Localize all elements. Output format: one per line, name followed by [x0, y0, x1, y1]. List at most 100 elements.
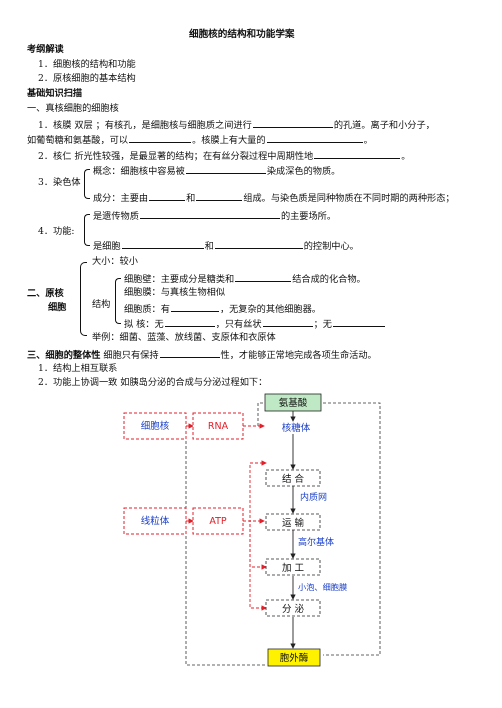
exam-item-2: 2．原核细胞的基本结构 [38, 73, 136, 84]
wholeness-line: 三、细胞的整体性 细胞只有保持 性，才能够正常地完成各项生命活动。 [27, 349, 377, 360]
blank [185, 165, 266, 174]
er-label: 内质网 [300, 491, 327, 503]
exam-heading: 考纲解读 [27, 44, 64, 55]
text: 和 [204, 241, 214, 252]
text: 性，才能够正常地完成各项生命活动。 [220, 350, 377, 361]
blank [314, 150, 401, 159]
chromosome-concept: 概念：细胞核中容易被 染成深色的物质。 [93, 165, 340, 176]
prokaryote-label-1: 二、原核 [27, 288, 64, 299]
prokaryote-size: 大小：较小 [92, 256, 138, 267]
combine-box [265, 469, 321, 487]
combine-label: 结 合 [282, 473, 305, 485]
text: 的控制中心。 [303, 241, 359, 252]
prokaryote-label-2: 细胞 [48, 302, 67, 313]
brace [84, 214, 90, 246]
text: 结合成的化合物。 [292, 274, 366, 285]
text: 成分：主要由 [93, 193, 149, 204]
wholeness-item-2: 2．功能上协调一致 如胰岛分泌的合成与分泌过程如下： [38, 377, 268, 388]
prokaryote-structure-label: 结构 [92, 299, 111, 310]
mitochondria-label: 线粒体 [141, 515, 170, 527]
text: 细胞壁：主要成分是糖类和 [124, 274, 235, 285]
text: 组成。与染色质是同种物质在不同时期的两种形态； [243, 193, 455, 204]
function-label: 4．功能: [38, 226, 75, 237]
text: 2．核仁 折光性较强，是最显著的结构；在有丝分裂过程中周期性地 [38, 151, 314, 162]
secrete-box [265, 599, 321, 617]
cytoplasm-line: 细胞质：有 ，无复杂的其他细胞器。 [124, 303, 321, 314]
nuclear-membrane-line-2: 如葡萄糖和氨基酸，可以 。核膜上有大量的 。 [27, 134, 373, 145]
cell-wall-line: 细胞壁：主要成分是糖类和 结合成的化合物。 [124, 273, 366, 284]
blank [252, 119, 333, 128]
amino-acid-box [264, 393, 322, 412]
basics-heading: 基础知识扫描 [27, 88, 83, 99]
brace [84, 169, 90, 199]
text: 染成深色的物质。 [266, 166, 341, 177]
rna-box [192, 412, 244, 440]
nucleolus-line: 2．核仁 折光性较强，是最显著的结构；在有丝分裂过程中周期性地 。 [38, 150, 410, 161]
blank [235, 273, 292, 282]
brace [115, 278, 121, 324]
function-control: 是细胞 和 的控制中心。 [93, 240, 359, 251]
blank [164, 318, 215, 327]
atp-label: ATP [209, 516, 227, 527]
red-arrows [186, 423, 267, 611]
atp-box [192, 507, 244, 535]
blank [159, 349, 220, 358]
text: 细胞质：有 [124, 304, 170, 315]
rna-label: RNA [208, 421, 229, 432]
text: 的孔道。离子和小分子， [333, 120, 435, 131]
text: ，只有丝状 [215, 319, 262, 330]
extracellular-enzyme-box [267, 648, 321, 667]
text: 是遗传物质 [93, 211, 139, 222]
mitochondria-box [123, 507, 187, 535]
nucleoid-line: 拟 核：无 ，只有丝状 ；无 [124, 318, 386, 329]
extracellular-enzyme-label: 胞外酶 [280, 652, 309, 664]
blank [139, 210, 280, 219]
chromosome-label: 3．染色体 [38, 177, 81, 188]
section-1-heading: 一、真核细胞的细胞核 [27, 103, 119, 114]
blank [121, 240, 204, 249]
function-genetic: 是遗传物质 的主要场所。 [93, 210, 336, 221]
text: 是细胞 [93, 241, 121, 252]
process-box [265, 558, 321, 576]
blank [129, 134, 192, 143]
exam-item-1: 1．细胞核的结构和功能 [38, 59, 136, 70]
text: 和 [186, 193, 196, 204]
brace [80, 262, 87, 336]
blank [214, 240, 303, 249]
chromosome-components: 成分：主要由 和 组成。与染色质是同种物质在不同时期的两种形态； [93, 192, 455, 203]
text: ，无复杂的其他细胞器。 [219, 304, 321, 315]
text: 概念：细胞核中容易被 [93, 166, 185, 177]
blank [262, 318, 313, 327]
text: 。核膜上有大量的 [192, 135, 266, 146]
amino-acid-label: 氨基酸 [279, 397, 308, 409]
secrete-label: 分 泌 [282, 603, 305, 615]
wholeness-heading: 三、细胞的整体性 [27, 350, 101, 361]
nucleus-box [123, 412, 187, 440]
blank [196, 192, 243, 201]
prokaryote-examples: 举例：细菌、蓝藻、放线菌、支原体和衣原体 [92, 332, 276, 343]
text: ；无 [313, 319, 332, 330]
page-title: 细胞核的结构和功能学案 [189, 29, 295, 40]
wholeness-item-1: 1．结构上相互联系 [38, 363, 118, 374]
golgi-label: 高尔基体 [298, 536, 334, 548]
ribosome-label: 核糖体 [282, 422, 311, 434]
blank [170, 303, 219, 312]
text: 。 [401, 151, 411, 162]
cell-membrane-line: 细胞膜：与真核生物相似 [124, 287, 226, 298]
transport-label: 运 输 [282, 517, 305, 529]
process-label: 加 工 [282, 563, 305, 574]
blank [266, 134, 363, 143]
blank [332, 318, 385, 327]
vesicle-label: 小泡、细胞膜 [298, 582, 347, 592]
nuclear-membrane-line: 1．核膜 双层 ；有核孔，是细胞核与细胞质之间进行 的孔道。离子和小分子， [38, 119, 435, 130]
text: 1．核膜 双层 ；有核孔，是细胞核与细胞质之间进行 [38, 120, 252, 131]
text: 如葡萄糖和氨基酸，可以 [27, 135, 129, 146]
blank [149, 192, 186, 201]
transport-box [265, 513, 321, 531]
text: 的主要场所。 [280, 211, 337, 222]
text: 。 [363, 135, 373, 146]
text: 拟 核：无 [124, 319, 164, 330]
text: 细胞只有保持 [103, 350, 159, 361]
